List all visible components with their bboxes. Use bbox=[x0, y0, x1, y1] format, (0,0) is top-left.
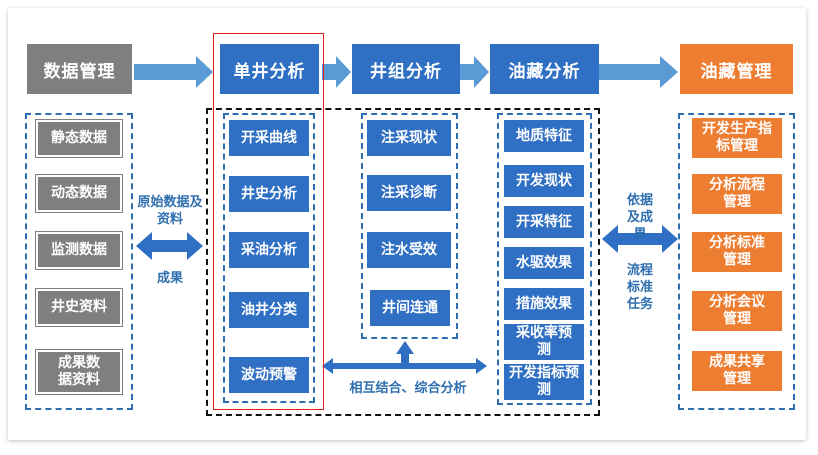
header-data-management: 数据管理 bbox=[27, 44, 132, 94]
reservoir-item-characteristics: 开采特征 bbox=[504, 206, 584, 238]
double-arrow-right bbox=[602, 225, 678, 253]
header-single-well-analysis: 单井分析 bbox=[220, 44, 319, 94]
single-well-item-history: 井史分析 bbox=[229, 176, 309, 212]
well-group-item-diagnosis: 注采诊断 bbox=[367, 175, 451, 211]
data-item-static: 静态数据 bbox=[35, 119, 123, 158]
mgmt-items-group bbox=[678, 113, 795, 410]
single-well-item-classification: 油井分类 bbox=[229, 292, 309, 328]
reservoir-item-indicator-forecast: 开发指标预测 bbox=[504, 364, 584, 400]
data-item-well-history: 井史资料 bbox=[35, 288, 123, 327]
reservoir-item-measures: 措施效果 bbox=[504, 288, 584, 320]
arrow-reservoir-to-mgmt bbox=[599, 56, 678, 88]
label-basis-results: 依据及成果 bbox=[626, 193, 653, 242]
label-process-standards: 流程标准任务 bbox=[626, 263, 653, 312]
well-group-item-status: 注采现状 bbox=[367, 120, 451, 156]
mgmt-item-indicators: 开发生产指标管理 bbox=[692, 118, 782, 158]
header-reservoir-analysis: 油藏分析 bbox=[490, 44, 599, 94]
mgmt-item-standards: 分析标准管理 bbox=[692, 232, 782, 272]
label-combined-analysis: 相互结合、综合分析 bbox=[349, 381, 467, 396]
arrow-up-to-group bbox=[396, 341, 414, 366]
mgmt-item-sharing: 成果共享管理 bbox=[692, 351, 782, 391]
mgmt-item-process: 分析流程管理 bbox=[692, 174, 782, 214]
data-item-dynamic: 动态数据 bbox=[35, 174, 123, 213]
double-arrow-left bbox=[136, 232, 203, 260]
well-group-items-group bbox=[361, 113, 458, 339]
single-well-item-warning: 波动预警 bbox=[229, 357, 309, 393]
single-well-item-production: 采油分析 bbox=[229, 232, 309, 268]
well-group-item-response: 注水受效 bbox=[367, 232, 451, 268]
header-well-group-analysis: 井组分析 bbox=[352, 44, 460, 94]
data-items-group bbox=[25, 113, 133, 410]
analysis-group-outline bbox=[206, 108, 600, 416]
data-item-monitoring: 监测数据 bbox=[35, 231, 123, 270]
well-group-item-connectivity: 井间连通 bbox=[370, 290, 450, 326]
reservoir-item-recovery-forecast: 采收率预测 bbox=[504, 324, 584, 360]
reservoir-item-waterflood: 水驱效果 bbox=[504, 247, 584, 279]
arrow-group-to-reservoir bbox=[460, 56, 489, 88]
single-well-items-group bbox=[223, 113, 315, 403]
label-results-left: 成果 bbox=[156, 271, 183, 286]
reservoir-items-group bbox=[497, 113, 592, 405]
header-reservoir-management: 油藏管理 bbox=[680, 44, 793, 94]
single-well-item-curve: 开采曲线 bbox=[229, 120, 309, 156]
arrow-single-to-group bbox=[322, 56, 351, 88]
label-raw-data: 原始数据及资料 bbox=[137, 195, 203, 227]
mgmt-item-meetings: 分析会议管理 bbox=[692, 291, 782, 331]
reservoir-item-status: 开发现状 bbox=[504, 165, 584, 197]
data-item-results: 成果数据资料 bbox=[35, 349, 123, 395]
reservoir-item-geology: 地质特征 bbox=[504, 120, 584, 152]
single-well-highlight-box bbox=[213, 33, 324, 410]
arrow-data-to-single bbox=[134, 56, 213, 88]
